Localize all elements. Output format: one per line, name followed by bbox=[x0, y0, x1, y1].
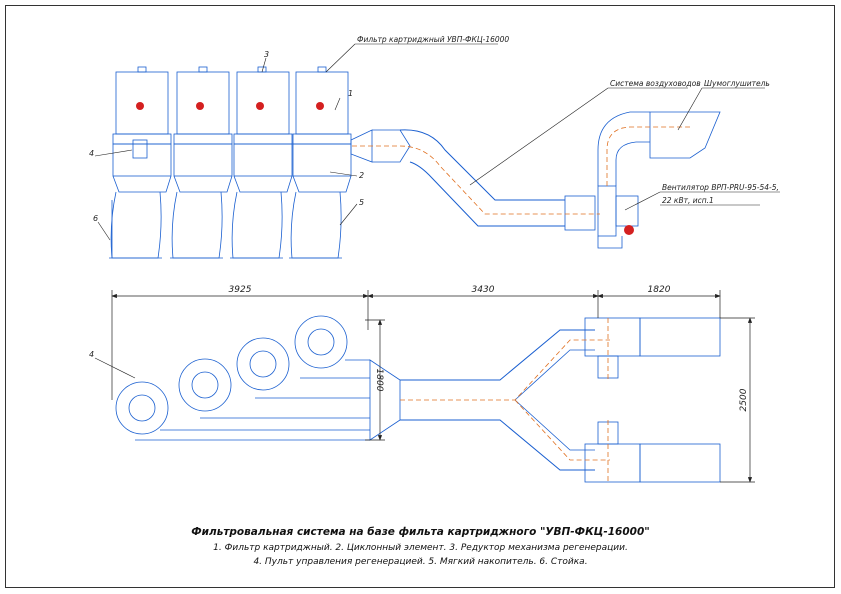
part-number-1: 1 bbox=[348, 89, 353, 98]
callout-silencer: Шумоглушитель bbox=[704, 79, 770, 88]
part-number-5: 5 bbox=[359, 198, 364, 207]
part-number-3: 3 bbox=[264, 50, 269, 59]
part-number-4: 4 bbox=[89, 149, 94, 158]
dimension-1800: 1800 bbox=[374, 369, 384, 392]
filter-module bbox=[170, 71, 233, 259]
filter-module bbox=[109, 71, 172, 259]
leader-lines bbox=[94, 43, 780, 379]
callout-fan-line2: 22 кВт, исп.1 bbox=[662, 196, 714, 205]
fan-motor bbox=[615, 195, 639, 227]
reducer-cap bbox=[198, 66, 208, 73]
plan-view bbox=[115, 315, 721, 483]
elevation-view bbox=[109, 66, 721, 259]
plan-duct-axis bbox=[400, 318, 610, 482]
filter-plan bbox=[178, 358, 232, 412]
legend-line-1: 1. Фильтр картриджный. 2. Циклонный элем… bbox=[213, 543, 628, 553]
reducer-cap bbox=[137, 66, 147, 73]
reducer-cap bbox=[317, 66, 327, 73]
duct-axis bbox=[352, 126, 690, 215]
filter-plan bbox=[294, 315, 348, 369]
callout-filter: Фильтр картриджный УВП-ФКЦ-16000 bbox=[357, 35, 509, 44]
dimension-1820: 1820 bbox=[648, 285, 671, 295]
fan-body bbox=[597, 185, 617, 237]
part-number-2: 2 bbox=[359, 171, 364, 180]
legend-line-2: 4. Пульт управления регенерацией. 5. Мяг… bbox=[253, 557, 588, 567]
regeneration-indicators bbox=[136, 102, 634, 235]
dimension-3925: 3925 bbox=[229, 285, 252, 295]
filter-plan bbox=[115, 381, 169, 435]
drawing-title: Фильтровальная система на базе фильта ка… bbox=[191, 526, 650, 538]
dimension-3430: 3430 bbox=[472, 285, 495, 295]
callout-ducts: Система воздуховодов bbox=[610, 79, 701, 88]
part-number-6: 6 bbox=[93, 214, 98, 223]
control-panel-box bbox=[132, 139, 148, 159]
part-number-4-plan: 4 bbox=[89, 350, 94, 359]
callout-fan-line1: Вентилятор ВРП-PRU-95-54-5, bbox=[662, 183, 779, 192]
silencer-plan bbox=[639, 317, 721, 357]
sheet-frame bbox=[5, 5, 835, 588]
dimension-lines bbox=[111, 290, 755, 483]
silencer-plan bbox=[639, 443, 721, 483]
filter-module bbox=[289, 71, 352, 259]
silencer-body bbox=[649, 111, 721, 159]
filter-plan bbox=[236, 337, 290, 391]
dimension-2500: 2500 bbox=[739, 388, 749, 411]
filter-module bbox=[230, 71, 293, 259]
